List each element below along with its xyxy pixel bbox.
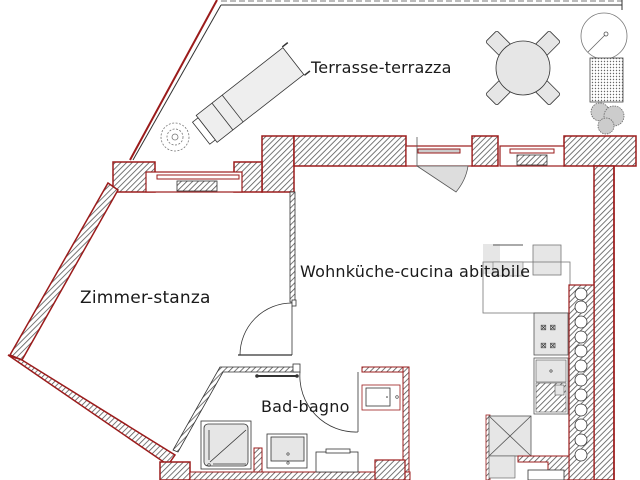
room-label-kitchen: Wohnküche-cucina abitabile [300,262,531,281]
room-label-terrace: Terrasse-terrazza [311,58,452,77]
east-wall [593,165,615,480]
kitchen-corner-wall [517,455,570,480]
window-zimmer [145,171,243,193]
toilet [315,448,359,473]
terrace-door [405,137,473,193]
room-label-zimmer: Zimmer-stanza [80,288,211,308]
bathtub-sink [361,384,401,411]
svg-text:⊠ ⊠: ⊠ ⊠ [540,323,556,332]
shower [200,420,252,470]
planter [589,57,625,135]
umbrella [580,12,628,60]
kitchen-sink [533,357,569,415]
interior-wall-zimmer [238,191,297,356]
washbasin [266,433,308,469]
north-wall [112,135,637,193]
bathroom-walls [172,363,411,480]
terrace-area [129,0,623,161]
towel-rail [255,374,299,378]
lounge-chair [191,42,311,145]
potted-plant [160,122,190,152]
fridge [485,414,532,480]
west-wall [7,181,191,480]
kitchen-island [482,244,571,314]
svg-text:⊠ ⊠: ⊠ ⊠ [540,341,556,350]
room-label-bath: Bad-bagno [261,397,350,416]
window-kitchen [499,145,565,167]
kitchen-storage-circles [574,287,588,462]
round-table-with-4-chairs [485,30,561,106]
cooktop: ⊠ ⊠ ⊠ ⊠ [533,312,569,356]
